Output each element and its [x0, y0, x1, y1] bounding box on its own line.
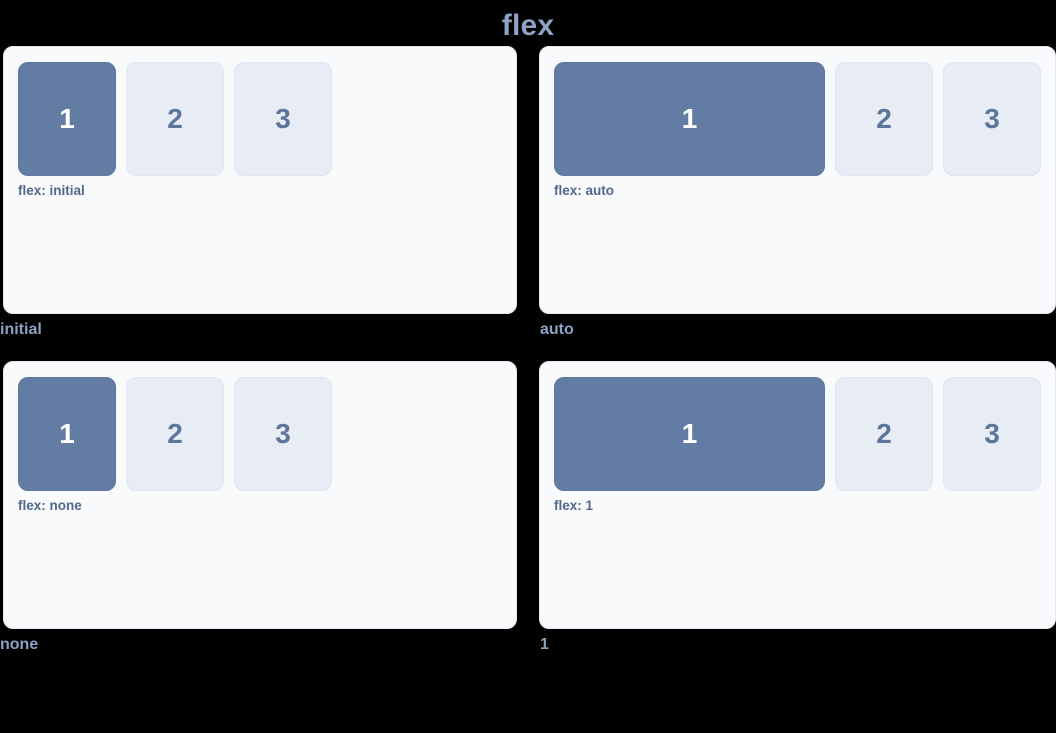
demo-caption: 1	[540, 636, 549, 654]
flex-item-label: 2	[167, 418, 183, 450]
flex-item-label: 2	[167, 103, 183, 134]
flex-item-label: 2	[876, 103, 892, 134]
flex-item-label: 3	[984, 103, 1000, 134]
code-label: flex: initial	[18, 183, 85, 198]
flex-item-label: 2	[876, 418, 892, 450]
flex-item-label: 3	[275, 103, 291, 134]
code-label: flex: none	[18, 498, 82, 514]
flex-item-label: 3	[275, 418, 291, 450]
flex-item-label: 3	[984, 418, 1000, 450]
flex-item-label: 1	[59, 103, 75, 134]
flex-item-3: 3	[943, 62, 1041, 176]
flex-item-1: 1	[18, 62, 116, 176]
demo-caption: initial	[0, 321, 42, 338]
flex-container-initial: 1 2 3	[18, 62, 502, 176]
flex-container-one: 1 2 3	[554, 377, 1041, 492]
flex-container-none: 1 2 3	[18, 377, 502, 492]
demo-cell-none: 1 2 3 flex: none none	[0, 361, 517, 654]
flex-item-1: 1	[554, 62, 825, 176]
demo-panel-none: 1 2 3 flex: none	[3, 361, 517, 630]
flex-item-2: 2	[835, 377, 933, 492]
demo-grid: 1 2 3 flex: initial initial 1	[0, 46, 1056, 654]
flex-item-label: 1	[681, 103, 698, 134]
demo-panel-auto: 1 2 3 flex: auto	[539, 46, 1056, 314]
demo-cell-auto: 1 2 3 flex: auto auto	[539, 46, 1056, 339]
flex-item-2: 2	[126, 377, 224, 492]
flex-container-auto: 1 2 3	[554, 62, 1041, 176]
demo-cell-initial: 1 2 3 flex: initial initial	[0, 46, 517, 339]
flex-item-3: 3	[943, 377, 1041, 492]
flex-item-3: 3	[234, 62, 332, 176]
flex-item-1: 1	[18, 377, 116, 492]
flex-item-2: 2	[126, 62, 224, 176]
flex-item-2: 2	[835, 62, 933, 176]
demo-panel-one: 1 2 3 flex: 1	[539, 361, 1056, 630]
code-label: flex: auto	[554, 183, 615, 198]
page-title: flex	[501, 9, 555, 42]
flex-item-1: 1	[554, 377, 825, 492]
demo-caption: none	[0, 636, 39, 654]
demo-caption: auto	[540, 321, 574, 338]
demo-cell-one: 1 2 3 flex: 1 1	[539, 361, 1056, 654]
demo-panel-initial: 1 2 3 flex: initial	[3, 46, 517, 314]
flex-item-label: 1	[59, 418, 75, 450]
flex-item-label: 1	[681, 418, 698, 450]
flex-item-3: 3	[234, 377, 332, 492]
code-label: flex: 1	[554, 498, 594, 514]
